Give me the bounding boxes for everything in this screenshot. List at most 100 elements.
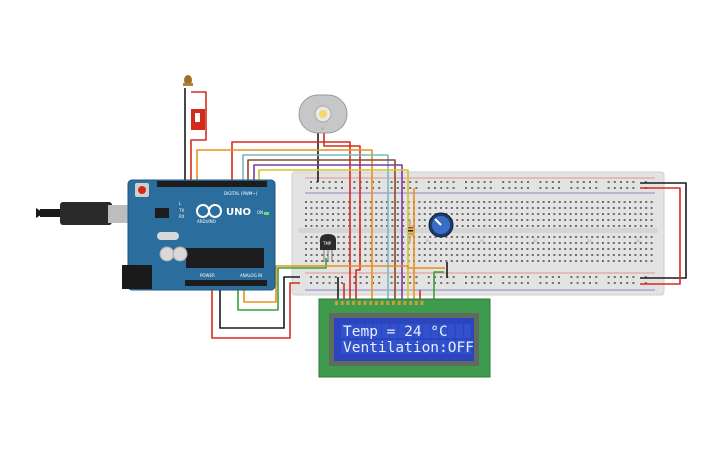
breadboard-hole: [585, 248, 588, 250]
breadboard-hole: [551, 282, 554, 284]
breadboard-hole: [477, 187, 480, 189]
breadboard-hole: [607, 207, 610, 209]
breadboard-hole: [531, 225, 534, 227]
lcd-cell: [439, 324, 447, 338]
lcd-cell: [341, 340, 349, 354]
breadboard-hole: [569, 248, 572, 250]
breadboard-hole: [391, 260, 394, 262]
breadboard-hole: [596, 248, 599, 250]
breadboard-hole: [353, 225, 356, 227]
breadboard-hole: [639, 225, 642, 227]
breadboard-hole: [369, 225, 372, 227]
breadboard-hole: [508, 181, 511, 183]
breadboard-hole: [391, 201, 394, 203]
breadboard-hole: [332, 260, 334, 262]
lcd-cell: [398, 324, 406, 338]
breadboard-hole: [618, 254, 621, 256]
breadboard-hole: [418, 213, 421, 215]
breadboard-hole: [527, 181, 529, 183]
breadboard-hole: [465, 276, 467, 278]
breadboard-hole: [488, 236, 491, 238]
breadboard-hole: [386, 219, 388, 221]
breadboard-hole: [429, 254, 432, 256]
breadboard-hole: [326, 213, 329, 215]
breadboard-hole: [596, 201, 599, 203]
lcd-pin: [386, 301, 390, 305]
breadboard-hole: [465, 282, 467, 284]
breadboard-hole: [386, 254, 388, 256]
breadboard-hole: [607, 225, 610, 227]
lcd-cell: [414, 340, 422, 354]
breadboard-hole: [607, 260, 610, 262]
breadboard-hole: [332, 207, 334, 209]
breadboard-hole: [440, 181, 443, 183]
breadboard-hole: [623, 260, 626, 262]
breadboard-hole: [564, 260, 567, 262]
breadboard-hole: [580, 254, 583, 256]
breadboard-hole: [386, 242, 388, 244]
breadboard-hole: [548, 260, 550, 262]
breadboard-hole: [602, 248, 604, 250]
breadboard-hole: [639, 242, 642, 244]
lcd-cell: [447, 324, 455, 338]
breadboard-hole: [310, 276, 312, 278]
breadboard-hole: [342, 207, 345, 209]
breadboard-hole: [591, 201, 594, 203]
breadboard-hole: [645, 236, 648, 238]
breadboard-hole: [564, 201, 567, 203]
breadboard-hole: [618, 207, 621, 209]
breadboard-hole: [626, 181, 629, 183]
led: [183, 75, 193, 86]
breadboard-hole: [440, 254, 442, 256]
breadboard-hole: [545, 187, 548, 189]
breadboard-hole: [467, 213, 469, 215]
breadboard-hole: [342, 236, 345, 238]
arduino-uno: UNO ARDUINO DIGITAL (PWM~) POWER ANALOG …: [36, 179, 276, 291]
breadboard-hole: [551, 181, 554, 183]
breadboard-hole: [531, 248, 534, 250]
potentiometer[interactable]: [428, 212, 454, 238]
breadboard-hole: [494, 242, 496, 244]
breadboard-hole: [489, 276, 492, 278]
breadboard-hole: [456, 260, 459, 262]
breadboard-hole: [402, 248, 405, 250]
breadboard-hole: [427, 276, 430, 278]
breadboard-hole: [434, 260, 437, 262]
breadboard-hole: [415, 282, 418, 284]
breadboard-hole: [632, 282, 635, 284]
wire-green-pot: [433, 271, 444, 300]
lcd-pin: [403, 301, 407, 305]
breadboard-hole: [510, 213, 513, 215]
breadboard-hole: [429, 248, 432, 250]
breadboard-hole: [629, 242, 631, 244]
breadboard-hole: [359, 282, 362, 284]
breadboard-hole: [337, 219, 340, 221]
breadboard-hole: [321, 207, 324, 209]
breadboard-hole: [483, 219, 486, 221]
breadboard-hole: [629, 260, 631, 262]
breadboard-hole: [591, 260, 594, 262]
lcd-line-2: Ventilation:OFF: [343, 340, 474, 356]
breadboard-hole: [582, 181, 585, 183]
breadboard-hole: [342, 219, 345, 221]
breadboard-hole: [369, 254, 372, 256]
breadboard-hole: [391, 248, 394, 250]
breadboard-hole: [591, 236, 594, 238]
breadboard-hole: [396, 236, 399, 238]
slide-switch[interactable]: [191, 109, 205, 130]
breadboard-hole: [386, 225, 388, 227]
breadboard-hole: [558, 260, 561, 262]
breadboard-hole: [369, 260, 372, 262]
breadboard-hole: [337, 260, 340, 262]
breadboard-hole: [502, 276, 505, 278]
breadboard-hole: [488, 260, 491, 262]
breadboard-hole: [613, 181, 616, 183]
breadboard-hole: [402, 201, 405, 203]
breadboard-hole: [372, 181, 374, 183]
breadboard-hole: [488, 225, 491, 227]
breadboard-hole: [545, 181, 548, 183]
breadboard-hole: [472, 207, 475, 209]
breadboard-hole: [539, 187, 542, 189]
lcd-pin: [380, 301, 384, 305]
lcd-display: Temp = 24 °C Ventilation:OFF: [318, 298, 491, 378]
